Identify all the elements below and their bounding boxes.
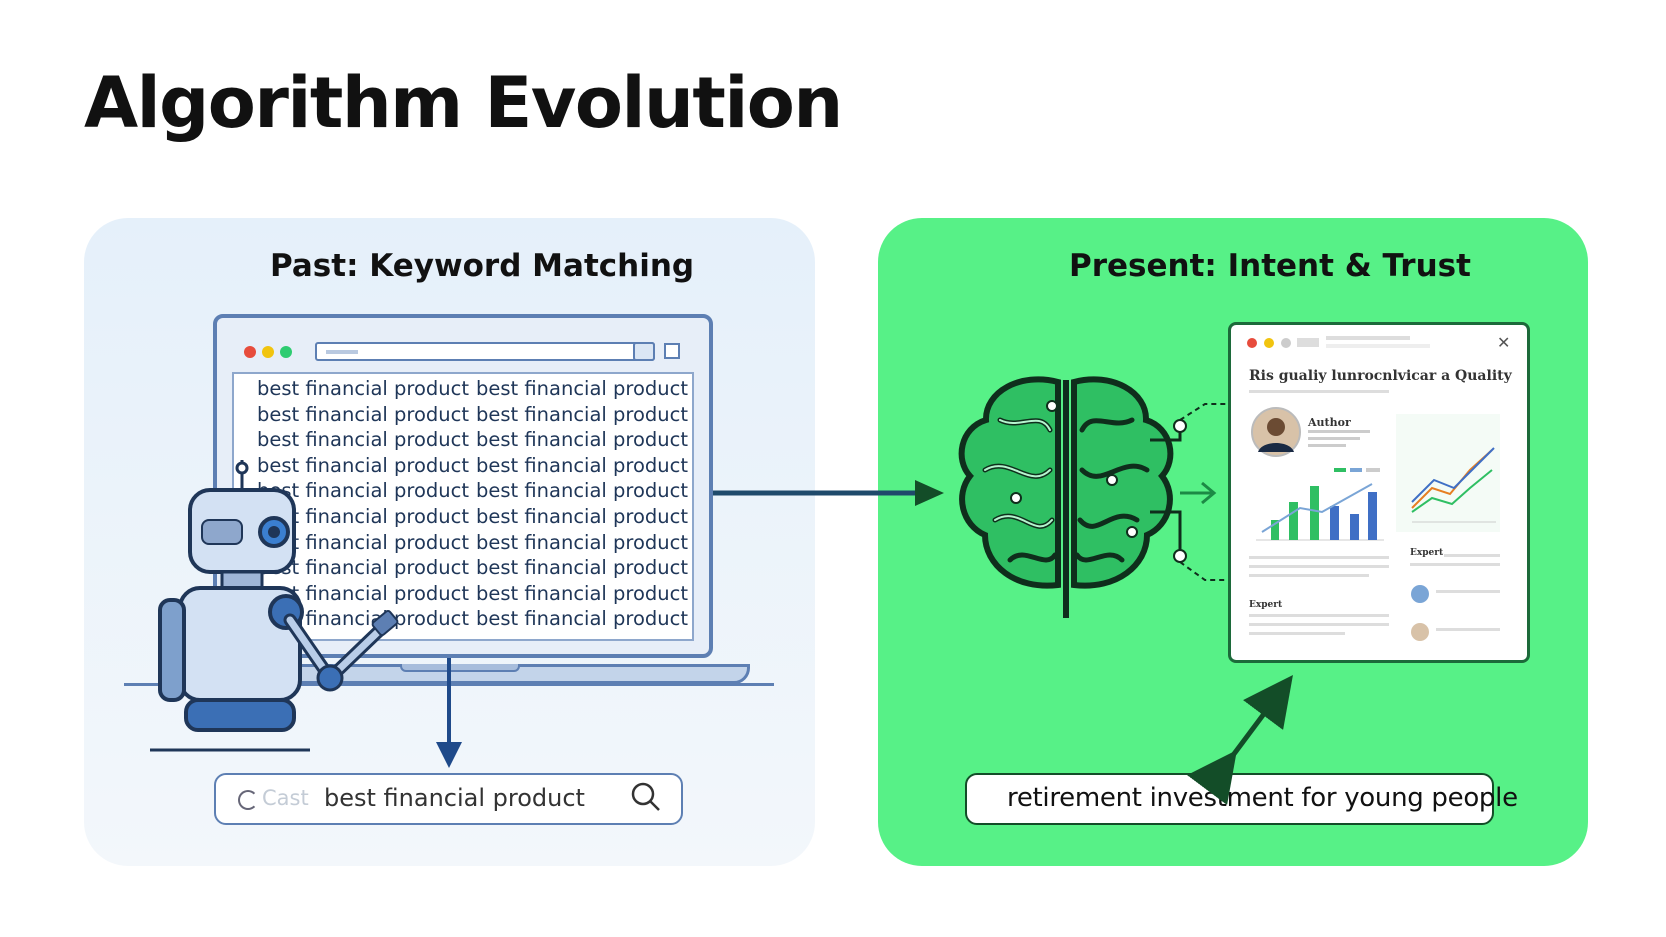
past-heading: Past: Keyword Matching [270, 248, 695, 284]
keyword-repeat: best financial product [476, 530, 689, 554]
keyword-repeat: best financial product [476, 504, 689, 528]
keyword-repeat: best financial product [476, 453, 689, 477]
keyword-repeat: best financial product [257, 402, 470, 426]
keyword-repeat: best financial product [257, 581, 470, 605]
arrow-down-icon [436, 658, 462, 768]
spinner-icon [238, 790, 258, 810]
keyword-page [232, 372, 694, 641]
keyword-search-box[interactable] [214, 773, 683, 825]
keyword-repeat: best financial product [257, 377, 470, 400]
card-title: Ris gualiy lunrocnlvicar a Quality [1249, 368, 1512, 384]
double-arrow-icon [1187, 674, 1293, 805]
window-dot-green [280, 346, 292, 358]
keyword-search-input[interactable]: best financial product [324, 784, 585, 812]
keyword-repeat: best financial product [476, 556, 689, 580]
keyword-repeat: best financial product [257, 530, 470, 554]
brain-icon [958, 376, 1174, 618]
window-icon [664, 343, 680, 359]
keyword-repeat: best financial product [476, 428, 689, 452]
search-ghost-text: Cast [262, 786, 309, 810]
address-bar-placeholder [326, 350, 358, 354]
brain-connectors [1150, 403, 1228, 581]
keyword-repeat: best financial product [257, 453, 470, 477]
keyword-repeat: best financial product [257, 607, 470, 631]
laptop-notch [400, 664, 520, 672]
keyword-repeat: best financial product [476, 402, 689, 426]
author-label: Author [1308, 416, 1351, 429]
close-icon[interactable]: ✕ [1497, 335, 1511, 352]
keyword-repeat: best financial product [257, 504, 470, 528]
keyword-repeat: best financial product [257, 556, 470, 580]
window-dot-yellow [262, 346, 274, 358]
card-details [1247, 336, 1500, 641]
keyword-repeat: best financial product [257, 428, 470, 452]
card-expert-label: Expert [1410, 548, 1444, 558]
window-dot-red [244, 346, 256, 358]
keyword-repeat: best financial product [476, 581, 689, 605]
address-search-icon[interactable] [633, 342, 655, 361]
keyword-repeat: best financial product [257, 479, 470, 503]
keyword-repeat: best financial product [476, 607, 689, 631]
page-title: Algorithm Evolution [84, 62, 843, 144]
keyword-repeat: best financial product [476, 377, 689, 400]
robot-icon [150, 460, 399, 752]
card-section-label: Expert [1249, 600, 1283, 610]
present-heading: Present: Intent & Trust [1069, 248, 1471, 284]
keyword-repeat: best financial product [476, 479, 689, 503]
arrow-right-icon [713, 480, 944, 506]
search-icon [631, 782, 660, 811]
